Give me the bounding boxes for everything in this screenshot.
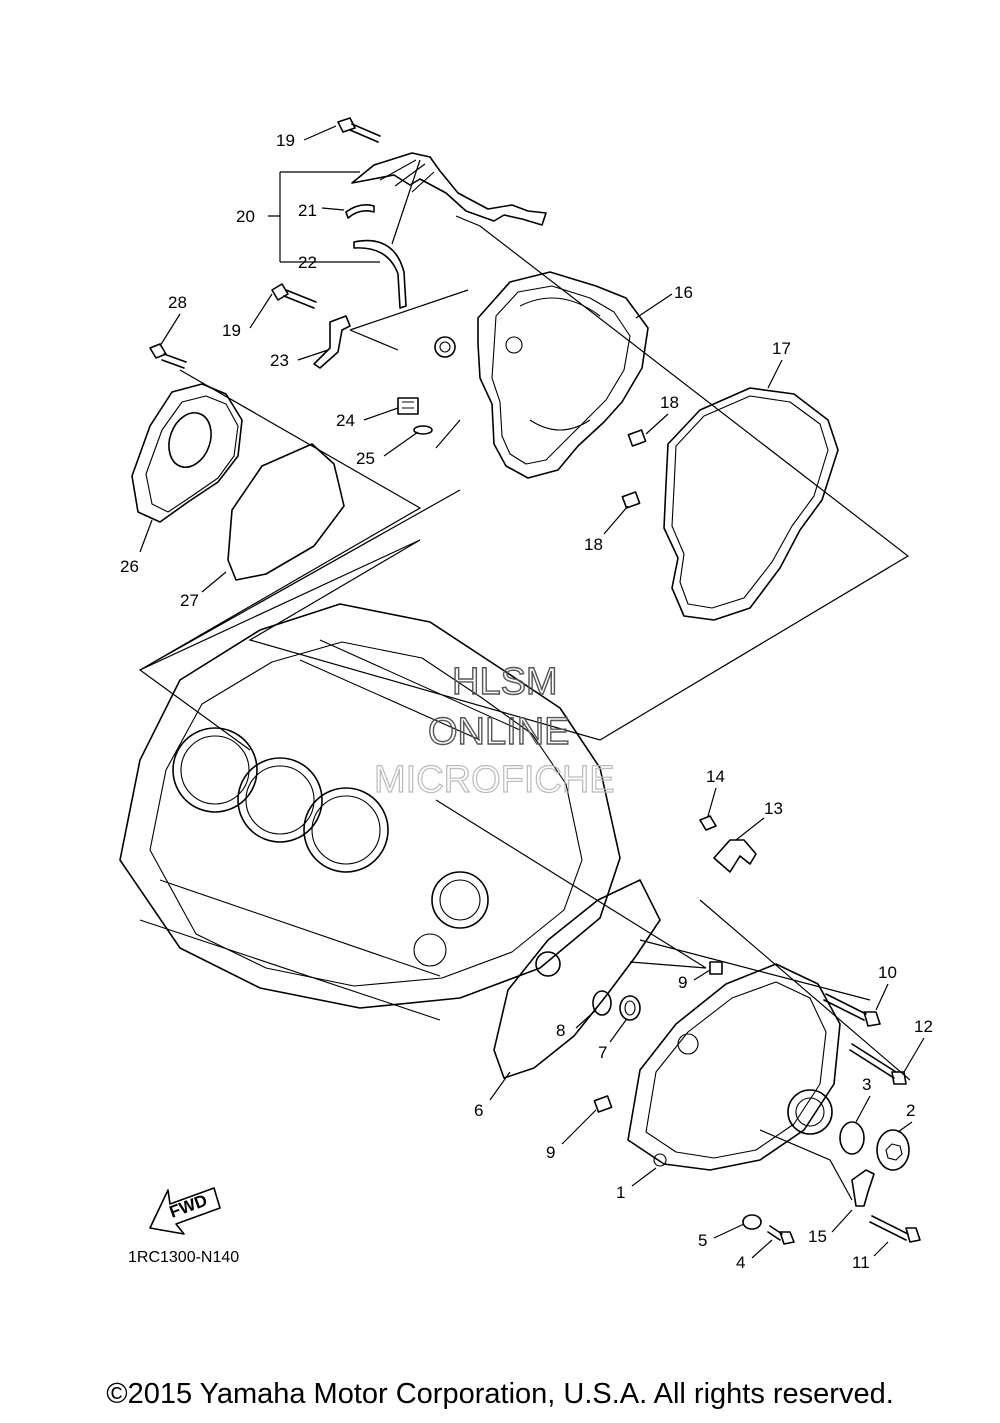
callout-19-top: 19 xyxy=(276,131,295,150)
dowel-pin-9-upper xyxy=(709,961,723,975)
callout-10: 10 xyxy=(878,963,897,982)
callout-21: 21 xyxy=(298,201,317,220)
bracket-15 xyxy=(851,1169,875,1207)
callout-20: 20 xyxy=(236,207,255,226)
callout-25: 25 xyxy=(356,449,375,468)
cable-guide-22 xyxy=(353,239,407,309)
callout-9-upper: 9 xyxy=(678,973,687,992)
watermark-line-3: MICROFICHE xyxy=(374,759,615,801)
callout-12: 12 xyxy=(914,1017,933,1036)
bolt-10 xyxy=(823,993,881,1027)
crankcase-cover-1 xyxy=(627,963,841,1171)
bolt-19-top xyxy=(337,117,381,143)
o-ring-3 xyxy=(839,1121,865,1155)
callout-27: 27 xyxy=(180,591,199,610)
washer-5 xyxy=(742,1214,762,1230)
o-ring-25 xyxy=(413,425,433,435)
cover-26 xyxy=(131,383,243,523)
crankcase-body xyxy=(119,603,621,1021)
callout-2: 2 xyxy=(906,1101,915,1120)
bolt-19-lower xyxy=(271,283,317,309)
plug-2 xyxy=(876,1129,910,1171)
crankcase-cover-plate-20 xyxy=(351,152,547,226)
callout-7: 7 xyxy=(598,1043,607,1062)
dowel-pin-18-lower xyxy=(621,491,641,509)
reference-code: 1RC1300-N140 xyxy=(128,1249,239,1266)
watermark-line-2: ONLINE xyxy=(428,711,569,753)
callout-23: 23 xyxy=(270,351,289,370)
callout-4: 4 xyxy=(736,1253,745,1272)
callout-22: 22 xyxy=(298,253,317,272)
crankcase-cover-16 xyxy=(434,271,649,479)
callout-14: 14 xyxy=(706,767,725,786)
dowel-pin-18-upper xyxy=(627,429,647,447)
fwd-arrow-icon: FWD xyxy=(149,1187,221,1235)
bolt-28 xyxy=(149,343,187,369)
gasket-6-window xyxy=(535,951,561,977)
callout-17: 17 xyxy=(772,339,791,358)
gasket-6 xyxy=(493,879,661,1079)
callout-6: 6 xyxy=(474,1101,483,1120)
o-ring-8 xyxy=(592,990,612,1016)
copyright-notice: ©2015 Yamaha Motor Corporation, U.S.A. A… xyxy=(106,1378,894,1410)
bracket-23 xyxy=(313,315,351,369)
oil-seal-7 xyxy=(619,995,641,1021)
bracket-13 xyxy=(713,839,757,873)
callout-19-lower: 19 xyxy=(222,321,241,340)
callout-28: 28 xyxy=(168,293,187,312)
callout-26: 26 xyxy=(120,557,139,576)
callout-3: 3 xyxy=(862,1075,871,1094)
bolt-14 xyxy=(699,815,717,831)
watermark-line-1: HLSM xyxy=(452,661,558,703)
bolt-4 xyxy=(767,1225,795,1245)
bolt-11 xyxy=(869,1215,921,1243)
gasket-27 xyxy=(227,443,345,581)
oil-filler-plug-24 xyxy=(397,397,419,415)
callout-8: 8 xyxy=(556,1021,565,1040)
callout-1: 1 xyxy=(616,1183,625,1202)
callout-15: 15 xyxy=(808,1227,827,1246)
clip-21 xyxy=(345,204,375,219)
callout-16: 16 xyxy=(674,283,693,302)
callout-24: 24 xyxy=(336,411,355,430)
gasket-17 xyxy=(663,387,839,621)
callout-9-lower: 9 xyxy=(546,1143,555,1162)
callout-18-upper: 18 xyxy=(660,393,679,412)
fwd-label: FWD xyxy=(167,1191,210,1222)
bolt-12 xyxy=(849,1043,907,1085)
callout-18-lower: 18 xyxy=(584,535,603,554)
callout-13: 13 xyxy=(764,799,783,818)
callout-11: 11 xyxy=(852,1253,870,1272)
callout-5: 5 xyxy=(698,1231,707,1250)
dowel-pin-9-lower xyxy=(593,1095,613,1113)
